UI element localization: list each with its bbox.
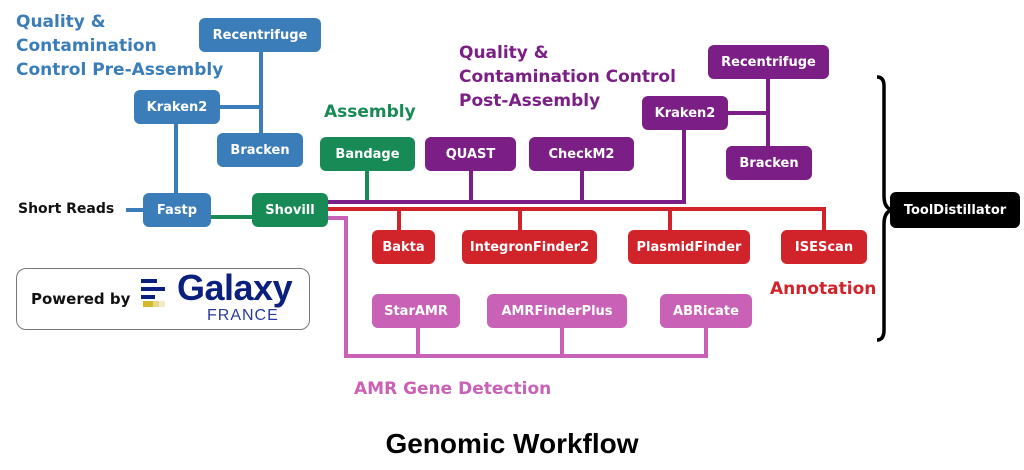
node-staramr[interactable]: StarAMR <box>372 294 460 328</box>
node-shovill[interactable]: Shovill <box>252 193 328 227</box>
node-abricate[interactable]: ABRicate <box>660 294 752 328</box>
galaxy-brand: Galaxy <box>177 267 293 308</box>
section-label-amr-gene-detection: AMR Gene Detection <box>354 379 552 399</box>
node-tooldistillator[interactable]: ToolDistillator <box>890 192 1020 228</box>
wire-annotation-bus <box>327 207 826 232</box>
node-integronfinder2[interactable]: IntegronFinder2 <box>462 230 597 264</box>
node-pre-recentrifuge[interactable]: Recentrifuge <box>199 18 321 52</box>
node-pre-bracken[interactable]: Bracken <box>217 133 303 167</box>
node-fastp[interactable]: Fastp <box>143 193 211 227</box>
node-isescan[interactable]: ISEScan <box>781 230 867 264</box>
node-bakta[interactable]: Bakta <box>372 230 435 264</box>
node-bandage[interactable]: Bandage <box>320 137 415 171</box>
galaxy-france-logo-icon <box>141 279 165 307</box>
node-post-bracken[interactable]: Bracken <box>726 146 812 180</box>
node-pre-kraken2[interactable]: Kraken2 <box>134 90 220 124</box>
section-label-pre-assembly: Quality & Contamination Control Pre-Asse… <box>16 12 224 80</box>
section-label-annotation: Annotation <box>770 279 877 299</box>
node-quast[interactable]: QUAST <box>425 137 516 171</box>
node-checkm2[interactable]: CheckM2 <box>529 137 634 171</box>
section-label-assembly: Assembly <box>324 102 416 122</box>
input-short-reads: Short Reads <box>18 201 115 217</box>
section-label-post-assembly: Quality & Contamination Control Post-Ass… <box>459 43 676 111</box>
node-post-recentrifuge[interactable]: Recentrifuge <box>708 45 829 79</box>
powered-by-galaxy-badge[interactable]: Powered by Galaxy FRANCE <box>16 267 310 330</box>
node-amrfinderplus[interactable]: AMRFinderPlus <box>487 294 627 328</box>
galaxy-region: FRANCE <box>207 307 279 324</box>
diagram-title: Genomic Workflow <box>385 428 639 459</box>
node-post-kraken2[interactable]: Kraken2 <box>642 96 728 130</box>
powered-by-label: Powered by <box>31 290 131 308</box>
wire-post-assembly-bus <box>327 120 686 204</box>
node-plasmidfinder[interactable]: PlasmidFinder <box>628 230 750 264</box>
wire-amr-bus <box>327 216 708 358</box>
